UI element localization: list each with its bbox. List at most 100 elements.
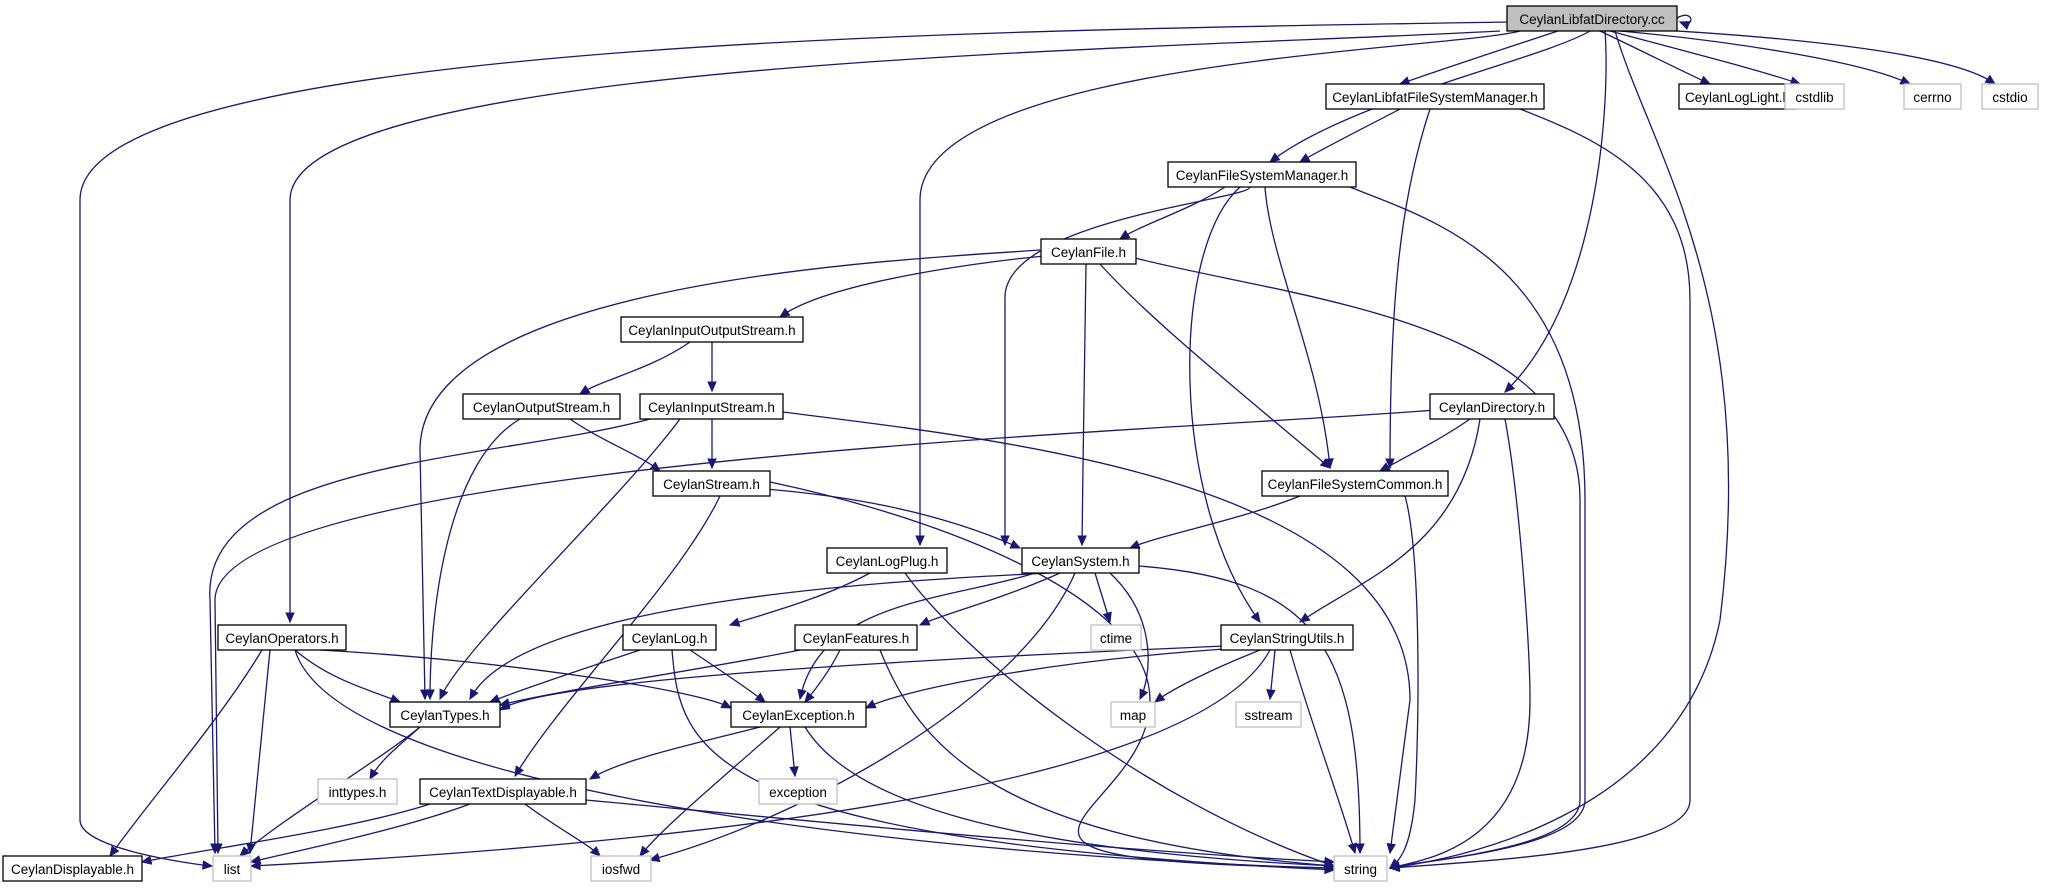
- edge-arrowhead: [1389, 858, 1401, 869]
- node-cerrno[interactable]: cerrno: [1903, 83, 1962, 110]
- node-inttypes-h[interactable]: inttypes.h: [317, 778, 398, 805]
- node-root-ceylan-libfat-directory-cc[interactable]: CeylanLibfatDirectory.cc: [1506, 5, 1678, 32]
- edge-arrowhead: [1699, 75, 1712, 85]
- node-iosfwd[interactable]: iosfwd: [590, 855, 652, 882]
- node-label: CeylanOperators.h: [225, 631, 338, 646]
- node-label: cstdio: [1992, 90, 2027, 105]
- node-ceylan-output-stream-h[interactable]: CeylanOutputStream.h: [462, 393, 621, 420]
- node-label: CeylanLibfatDirectory.cc: [1519, 12, 1665, 27]
- dependency-edge: [524, 803, 601, 857]
- node-ceylan-file-system-common-h[interactable]: CeylanFileSystemCommon.h: [1261, 470, 1449, 497]
- edge-arrowhead: [1077, 535, 1087, 547]
- node-ceylan-directory-h[interactable]: CeylanDirectory.h: [1429, 393, 1555, 420]
- node-map[interactable]: map: [1110, 701, 1156, 728]
- edge-arrowhead: [1139, 688, 1149, 701]
- edge-arrowhead: [1355, 843, 1365, 855]
- node-ceylan-file-system-manager-h[interactable]: CeylanFileSystemManager.h: [1167, 161, 1357, 188]
- edge-arrowhead: [1118, 229, 1131, 240]
- node-ceylan-features-h[interactable]: CeylanFeatures.h: [794, 624, 918, 651]
- dependency-edge: [1399, 30, 1559, 85]
- node-box: [389, 701, 501, 728]
- dependency-edge: [319, 649, 732, 709]
- edge-arrowhead: [778, 307, 791, 318]
- node-list[interactable]: list: [212, 855, 252, 882]
- node-ceylan-input-stream-h[interactable]: CeylanInputStream.h: [639, 393, 784, 420]
- node-label: exception: [769, 785, 827, 800]
- edge-arrowhead: [1678, 21, 1691, 30]
- dependency-edge: [1154, 649, 1261, 703]
- node-ctime[interactable]: ctime: [1090, 624, 1142, 651]
- node-sstream[interactable]: sstream: [1235, 701, 1302, 728]
- node-ceylan-system-h[interactable]: CeylanSystem.h: [1021, 547, 1140, 574]
- node-ceylan-string-utils-h[interactable]: CeylanStringUtils.h: [1220, 624, 1354, 651]
- node-cstdio[interactable]: cstdio: [1981, 83, 2039, 110]
- edge-arrowhead: [389, 694, 402, 703]
- node-ceylan-exception-h[interactable]: CeylanException.h: [730, 701, 867, 728]
- dependency-edge: [1389, 30, 1730, 869]
- node-ceylan-log-plug-h[interactable]: CeylanLogPlug.h: [826, 547, 948, 574]
- edge-arrowhead: [797, 688, 807, 701]
- edge-arrowhead: [754, 692, 766, 703]
- node-label: map: [1120, 708, 1146, 723]
- edge-arrowhead: [864, 699, 877, 709]
- node-box: [1981, 83, 2039, 110]
- node-box: [2, 855, 143, 882]
- node-box: [462, 393, 621, 420]
- edge-arrowhead: [588, 770, 601, 780]
- dependency-edge: [1389, 495, 1419, 869]
- dependency-edge: [579, 341, 691, 395]
- edge-arrowhead: [707, 381, 717, 393]
- dependency-edge: [589, 726, 761, 780]
- node-ceylan-log-light-h[interactable]: CeylanLogLight.h: [1678, 83, 1797, 110]
- node-label: CeylanLog.h: [632, 631, 708, 646]
- edge-arrowhead: [1984, 74, 1997, 85]
- node-label: CeylanTypes.h: [400, 708, 489, 723]
- dependency-edge: [585, 799, 1335, 863]
- edge-arrowhead: [578, 384, 591, 395]
- node-label: iosfwd: [602, 862, 640, 877]
- dependency-edge: [1379, 418, 1471, 472]
- dependency-edge: [879, 649, 1335, 867]
- node-ceylan-text-displayable-h[interactable]: CeylanTextDisplayable.h: [419, 778, 587, 805]
- edge-arrowhead: [1250, 611, 1261, 623]
- node-label: CeylanInputOutputStream.h: [628, 323, 795, 338]
- node-ceylan-stream-h[interactable]: CeylanStream.h: [652, 470, 771, 497]
- node-label: CeylanDisplayable.h: [11, 862, 134, 877]
- dependency-edge: [782, 411, 1411, 854]
- node-string[interactable]: string: [1333, 855, 1388, 882]
- node-ceylan-displayable-h[interactable]: CeylanDisplayable.h: [2, 855, 143, 882]
- edge-arrowhead: [439, 688, 449, 701]
- node-ceylan-libfat-file-system-manager-h[interactable]: CeylanLibfatFileSystemManager.h: [1325, 83, 1545, 110]
- node-box: [1784, 83, 1845, 110]
- node-box: [1261, 470, 1449, 497]
- node-label: CeylanLogLight.h: [1685, 90, 1790, 105]
- node-box: [1506, 5, 1678, 32]
- dependency-edge: [865, 647, 1241, 709]
- node-box: [639, 393, 784, 420]
- edge-arrowhead: [789, 766, 799, 778]
- dependency-edge: [1129, 495, 1301, 549]
- node-ceylan-types-h[interactable]: CeylanTypes.h: [389, 701, 501, 728]
- dependency-edge: [429, 418, 521, 700]
- dependency-edge: [289, 30, 1501, 622]
- node-label: CeylanOutputStream.h: [473, 400, 610, 415]
- node-box: [1325, 83, 1545, 110]
- dependency-edge: [1119, 186, 1226, 240]
- edge-arrowhead: [1154, 692, 1166, 703]
- node-ceylan-input-output-stream-h[interactable]: CeylanInputOutputStream.h: [620, 316, 804, 343]
- dependency-edge: [294, 649, 401, 703]
- node-ceylan-log-h[interactable]: CeylanLog.h: [622, 624, 717, 651]
- dependency-edge: [639, 726, 781, 857]
- node-ceylan-file-h[interactable]: CeylanFile.h: [1040, 238, 1137, 265]
- edge-arrowhead: [239, 846, 251, 857]
- edge-arrowhead: [1899, 75, 1912, 85]
- node-ceylan-operators-h[interactable]: CeylanOperators.h: [217, 624, 347, 651]
- edge-arrowhead: [1269, 152, 1281, 163]
- edge-arrowhead: [1347, 842, 1357, 855]
- node-box: [622, 624, 717, 651]
- node-exception[interactable]: exception: [758, 778, 838, 805]
- dependency-edge: [250, 649, 1271, 867]
- dependency-edge: [499, 649, 801, 706]
- node-cstdlib[interactable]: cstdlib: [1784, 83, 1845, 110]
- node-label: CeylanTextDisplayable.h: [429, 785, 577, 800]
